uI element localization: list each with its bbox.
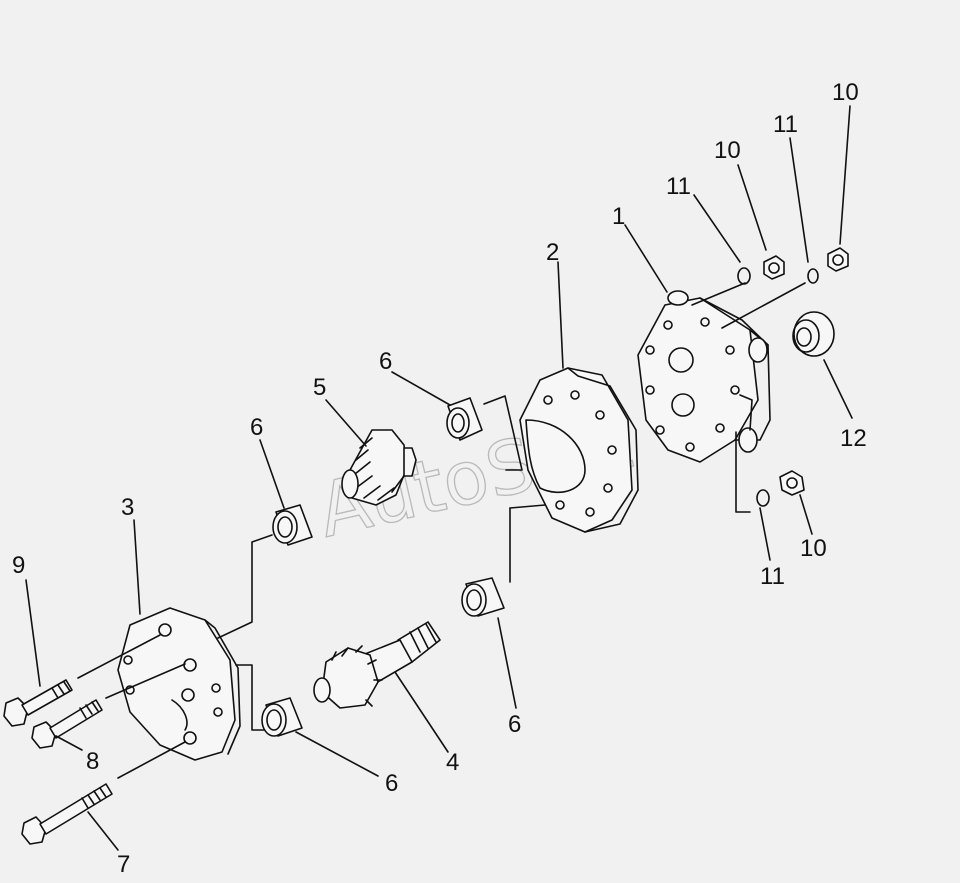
bushing-6-c: [461, 577, 505, 617]
gear-body-2: [519, 367, 639, 533]
label-part-7: 7: [117, 851, 130, 878]
drive-gear-5: [341, 429, 417, 506]
label-part-11-a: 11: [666, 173, 691, 200]
bushing-6-a: [446, 397, 483, 441]
leader-lines: [25, 105, 853, 851]
label-part-1: 1: [612, 203, 625, 230]
label-part-10-a: 10: [714, 137, 741, 164]
bolt-8: [31, 699, 103, 749]
bolt-7: [21, 783, 113, 845]
label-part-6-top: 6: [379, 348, 392, 375]
bearing-12: [792, 311, 835, 357]
label-part-3: 3: [121, 494, 134, 521]
label-part-6-left: 6: [250, 414, 263, 441]
label-part-12: 12: [840, 425, 867, 452]
label-part-8: 8: [86, 748, 99, 775]
bushing-6-b: [272, 504, 313, 546]
label-part-9: 9: [12, 552, 25, 579]
rear-cover-plate: [637, 290, 771, 463]
bolt-9: [3, 679, 73, 727]
label-part-4: 4: [446, 749, 459, 776]
label-part-6-right: 6: [508, 711, 521, 738]
label-part-10-b: 10: [832, 79, 859, 106]
front-cover-3: [117, 607, 241, 761]
label-part-11-b: 11: [773, 111, 798, 138]
pinion-shaft-4: [313, 621, 441, 709]
label-part-10-c: 10: [800, 535, 827, 562]
label-part-2: 2: [546, 239, 559, 266]
label-part-5: 5: [313, 374, 326, 401]
label-part-6-bottom: 6: [385, 770, 398, 797]
assembly-lines: [77, 282, 806, 779]
label-part-11-c: 11: [760, 563, 785, 590]
bushing-6-d: [261, 697, 303, 737]
part-number-labels: 1 2 3 4 5 6 6 6 6 7 8 9 10 10 10 11 11 1…: [12, 79, 867, 878]
